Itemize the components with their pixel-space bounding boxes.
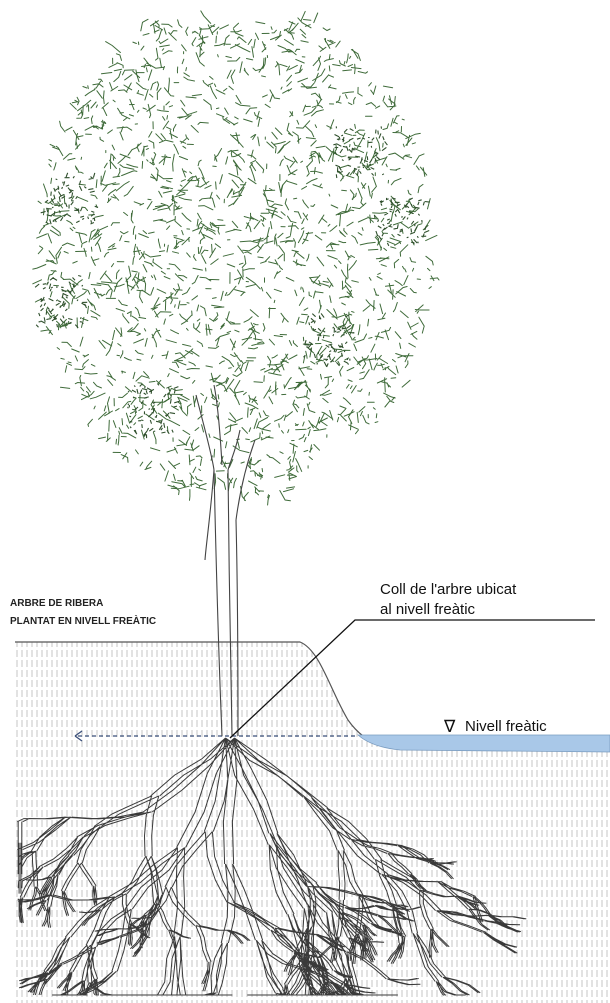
label-collar-line2: al nivell freàtic — [380, 601, 476, 618]
water-level-symbol-icon: ∇ — [443, 717, 456, 736]
label-collar-line1: Coll de l'arbre ubicat — [380, 581, 517, 598]
water-body — [358, 735, 610, 752]
label-water-table: Nivell freàtic — [465, 718, 547, 735]
tree-canopy — [33, 11, 439, 505]
label-left-line1: ARBRE DE RIBERA — [10, 598, 103, 609]
label-left-line2: PLANTAT EN NIVELL FREÀTIC — [10, 614, 156, 627]
canopy-strokes — [33, 11, 439, 505]
